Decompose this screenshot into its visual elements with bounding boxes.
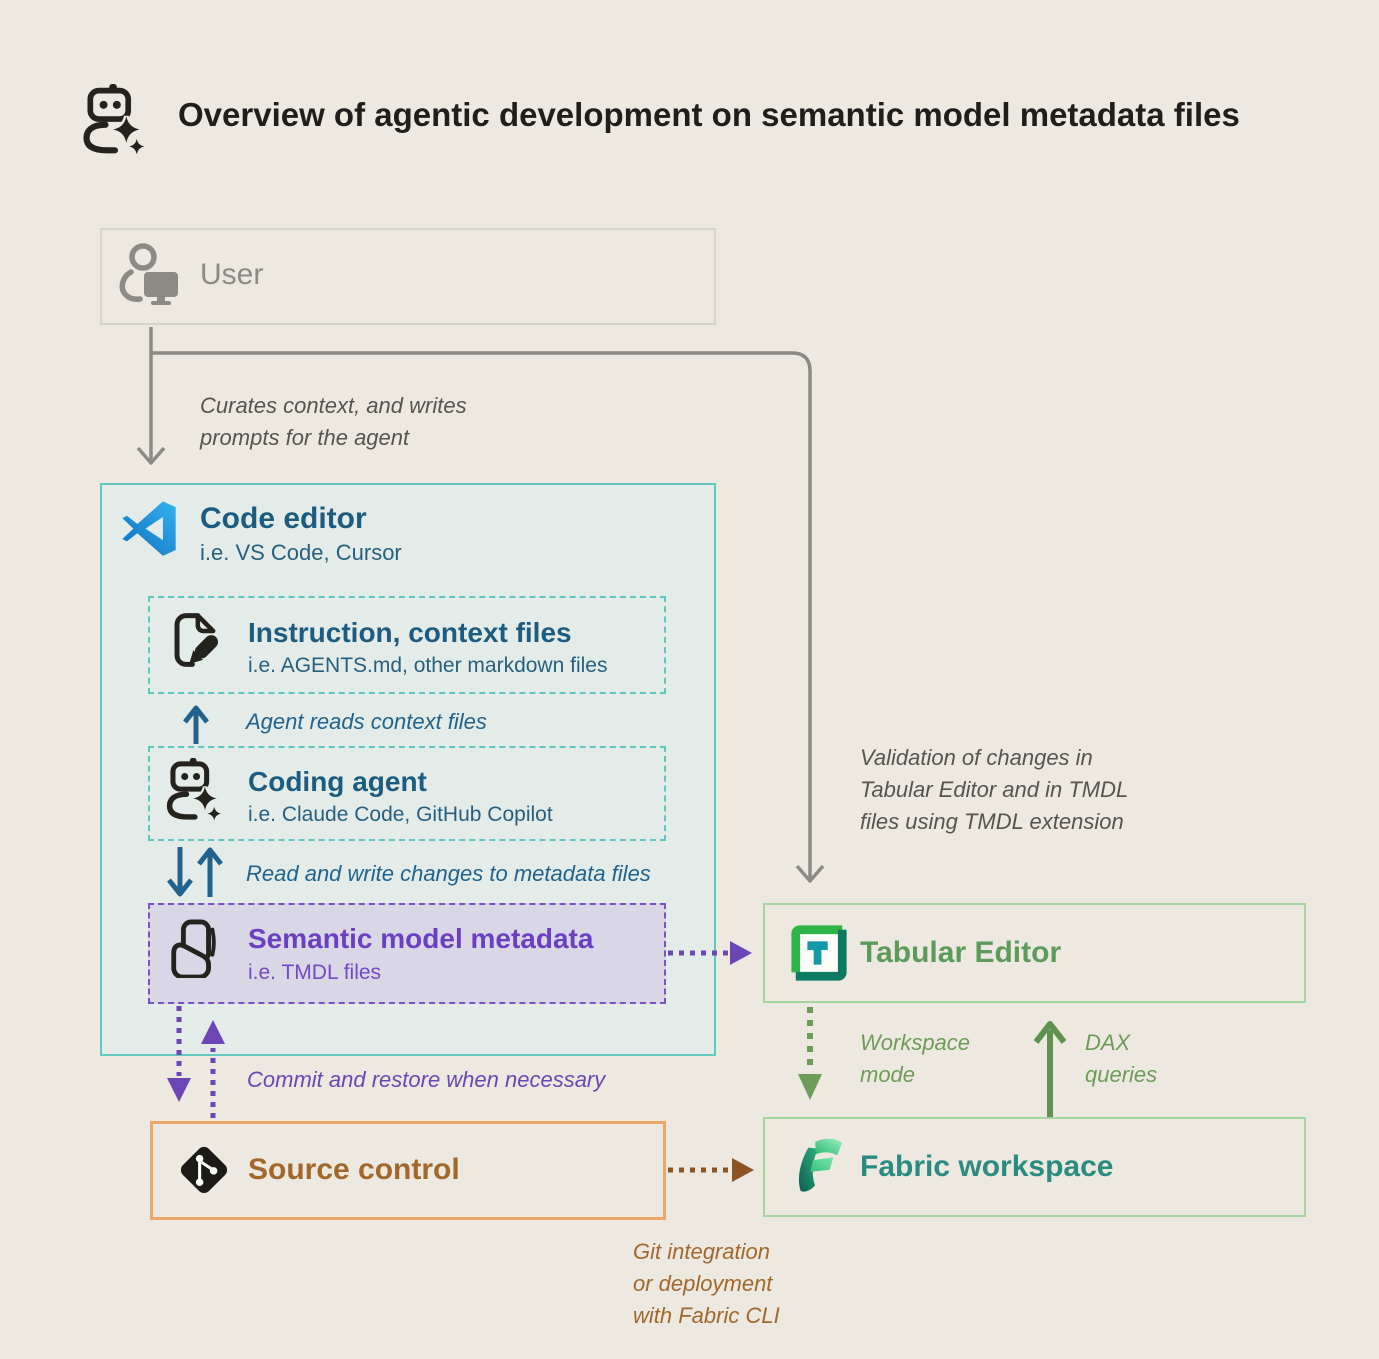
robot-sparkle-icon: [82, 84, 146, 156]
vscode-icon: [120, 499, 178, 557]
arrow-workspace-mode: [798, 1007, 822, 1100]
git-icon: [176, 1142, 232, 1198]
fabric-workspace-box: [763, 1117, 1306, 1217]
page-title: Overview of agentic development on seman…: [178, 96, 1240, 133]
user-at-computer-icon: [118, 243, 186, 307]
user-label: User: [200, 258, 264, 291]
validation-annotation: Validation of changes in Tabular Editor …: [860, 745, 1129, 834]
instruction-files-title: Instruction, context files: [248, 617, 572, 648]
code-editor-subtitle: i.e. VS Code, Cursor: [200, 540, 402, 565]
semantic-model-title: Semantic model metadata: [248, 923, 594, 954]
dax-queries-annotation: DAX queries: [1085, 1030, 1158, 1087]
fabric-icon: [792, 1136, 844, 1194]
agent-reads-annotation: Agent reads context files: [246, 709, 487, 734]
read-write-annotation: Read and write changes to metadata files: [246, 861, 651, 886]
semantic-model-subtitle: i.e. TMDL files: [248, 961, 382, 984]
fabric-workspace-title: Fabric workspace: [860, 1150, 1114, 1183]
coding-agent-subtitle: i.e. Claude Code, GitHub Copilot: [248, 803, 553, 826]
commit-restore-annotation: Commit and restore when necessary: [247, 1067, 606, 1092]
semantic-model-box: [148, 903, 666, 1004]
tabular-editor-icon: [788, 922, 850, 984]
arrow-user-to-code-editor: [136, 327, 166, 465]
semantic-model-icon: [166, 918, 224, 978]
user-box: [100, 228, 716, 325]
coding-agent-title: Coding agent: [248, 766, 427, 797]
document-pen-icon: [170, 612, 222, 668]
git-integration-annotation: Git integration or deployment with Fabri…: [633, 1239, 780, 1328]
source-control-box: [150, 1121, 666, 1220]
arrow-git-integration: [668, 1158, 754, 1182]
arrow-dax-queries: [1033, 1021, 1067, 1117]
instruction-files-subtitle: i.e. AGENTS.md, other markdown files: [248, 654, 608, 677]
workspace-mode-annotation: Workspace mode: [860, 1030, 971, 1087]
curates-annotation: Curates context, and writes prompts for …: [200, 393, 467, 450]
code-editor-title: Code editor: [200, 502, 367, 535]
robot-sparkle-icon: [166, 758, 222, 822]
tabular-editor-box: [763, 903, 1306, 1003]
tabular-editor-title: Tabular Editor: [860, 936, 1062, 969]
source-control-title: Source control: [248, 1153, 460, 1186]
